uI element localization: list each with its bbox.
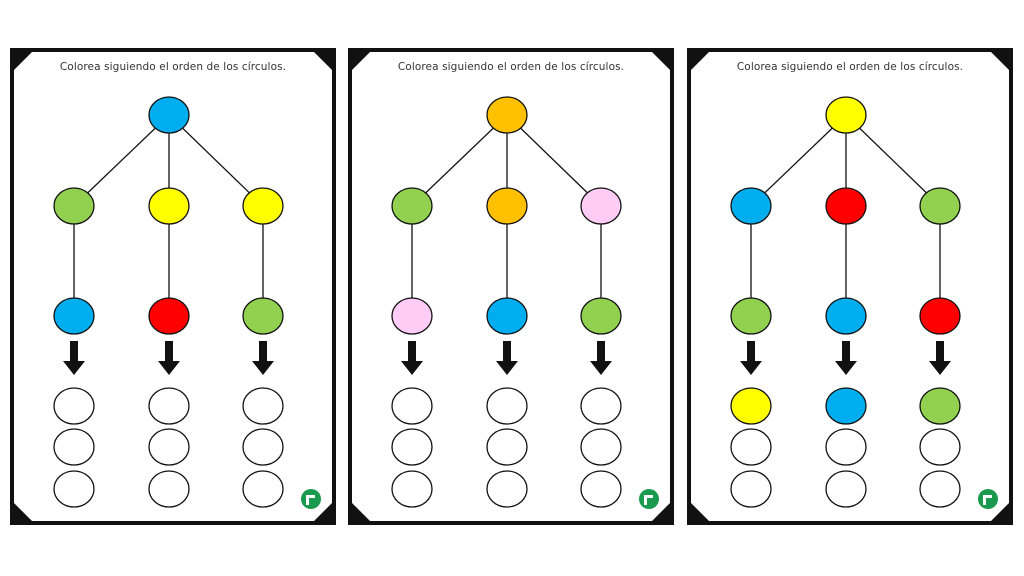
answer-circle [919,428,961,466]
tree-diagram [691,52,1009,521]
down-arrow-icon [63,341,85,375]
connector-line [845,114,941,207]
middle-circle [919,187,961,225]
answer-circle [825,387,867,425]
middle-circle [825,187,867,225]
connector-line [506,114,602,207]
answer-circle [730,470,772,508]
down-arrow-icon [929,341,951,375]
answer-circle [825,428,867,466]
logo-mark [644,495,653,505]
tree-diagram [14,52,332,521]
corner-ornament [14,52,32,70]
down-arrow-icon [835,341,857,375]
answer-circle [148,470,190,508]
logo-mark [983,495,992,505]
logo-badge [639,489,659,509]
answer-circle [486,387,528,425]
corner-ornament [991,503,1009,521]
middle-circle [391,187,433,225]
middle-circle [580,187,622,225]
down-arrow-icon [590,341,612,375]
middle-circle [242,187,284,225]
corner-ornament [14,503,32,521]
top-circle [825,96,867,134]
corner-ornament [691,503,709,521]
bottom-circle [486,297,528,335]
answer-circle [53,387,95,425]
instruction-text: Colorea siguiendo el orden de los círcul… [59,61,287,73]
bottom-circle [919,297,961,335]
corner-ornament [991,52,1009,70]
logo-badge [978,489,998,509]
answer-circle [580,387,622,425]
worksheet-1: Colorea siguiendo el orden de los círcul… [10,48,336,525]
answer-circle [242,428,284,466]
connector-line [73,114,170,207]
bottom-circle [580,297,622,335]
instruction-text: Colorea siguiendo el orden de los círcul… [397,61,625,73]
corner-ornament [314,503,332,521]
top-circle [486,96,528,134]
middle-circle [486,187,528,225]
answer-circle [486,428,528,466]
corner-ornament [652,503,670,521]
middle-circle [53,187,95,225]
answer-circle [391,428,433,466]
down-arrow-icon [401,341,423,375]
corner-ornament [352,52,370,70]
corner-ornament [691,52,709,70]
answer-circle [730,387,772,425]
worksheet-3: Colorea siguiendo el orden de los círcul… [687,48,1013,525]
bottom-circle [148,297,190,335]
answer-circle [53,470,95,508]
logo-mark [306,495,315,505]
connector-line [168,114,264,207]
answer-circle [391,387,433,425]
tree-diagram [352,52,670,521]
connector-line [750,114,847,207]
down-arrow-icon [740,341,762,375]
answer-circle [486,470,528,508]
bottom-circle [242,297,284,335]
connector-line [411,114,508,207]
answer-circle [391,470,433,508]
down-arrow-icon [252,341,274,375]
bottom-circle [53,297,95,335]
corner-ornament [314,52,332,70]
corner-ornament [352,503,370,521]
middle-circle [730,187,772,225]
answer-circle [919,387,961,425]
down-arrow-icon [158,341,180,375]
bottom-circle [730,297,772,335]
answer-circle [148,428,190,466]
answer-circle [730,428,772,466]
instruction-text: Colorea siguiendo el orden de los círcul… [736,61,964,73]
down-arrow-icon [496,341,518,375]
answer-circle [580,428,622,466]
answer-circle [242,387,284,425]
bottom-circle [825,297,867,335]
top-circle [148,96,190,134]
corner-ornament [652,52,670,70]
bottom-circle [391,297,433,335]
middle-circle [148,187,190,225]
answer-circle [53,428,95,466]
answer-circle [148,387,190,425]
answer-circle [825,470,867,508]
answer-circle [580,470,622,508]
logo-badge [301,489,321,509]
answer-circle [919,470,961,508]
answer-circle [242,470,284,508]
worksheet-2: Colorea siguiendo el orden de los círcul… [348,48,674,525]
